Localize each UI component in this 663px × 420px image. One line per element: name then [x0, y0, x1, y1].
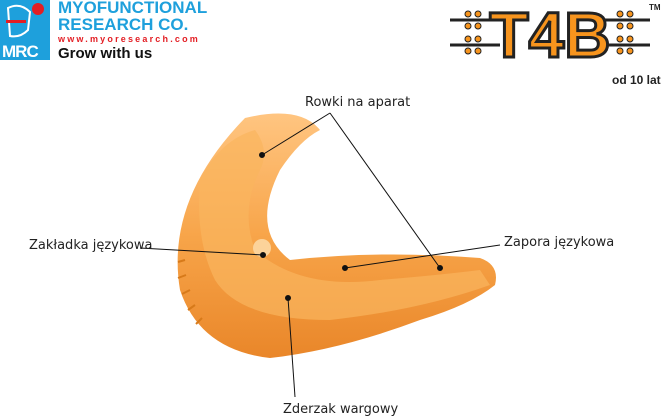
label-rowki-na-aparat: Rowki na aparat [305, 95, 411, 110]
trademark: TM [649, 3, 661, 12]
label-zakladka-jezykowa: Zakładka językowa [29, 238, 153, 253]
t4b-wordmark: T4B [490, 0, 611, 65]
age-label: od 10 lat [612, 73, 661, 87]
logo-abbr: MRC [2, 42, 39, 61]
t4b-logo: T4B [450, 0, 650, 65]
label-zderzak-wargowy: Zderzak wargowy [283, 402, 399, 417]
logo-url: www.myoresearch.com [58, 34, 201, 44]
logo-line2: RESEARCH CO. [58, 15, 189, 34]
callout-lines [139, 112, 501, 398]
label-zapora-jezykowa: Zapora językowa [504, 235, 615, 250]
mrc-logo-icon [0, 0, 50, 60]
logo-tagline: Grow with us [58, 45, 153, 62]
logo-line1: MYOFUNCTIONAL [58, 0, 208, 17]
